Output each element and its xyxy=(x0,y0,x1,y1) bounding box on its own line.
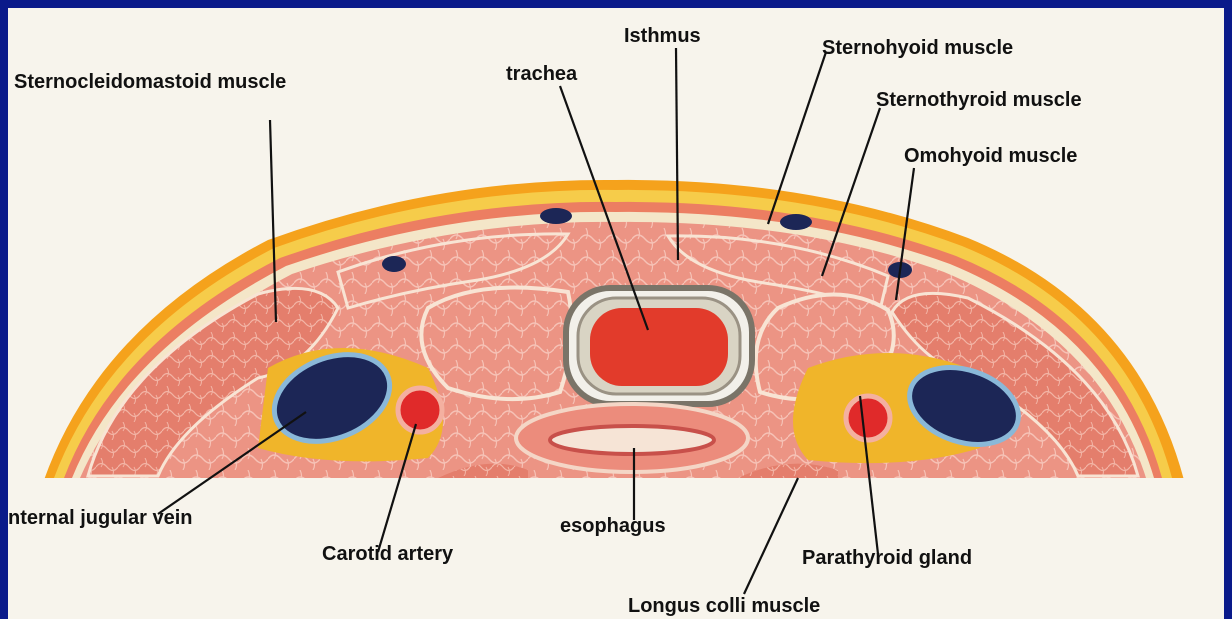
external-jugular-vein-left xyxy=(382,256,406,272)
label-sternohyoid: Sternohyoid muscle xyxy=(822,38,1013,58)
label-trachea: trachea xyxy=(506,64,577,84)
thyroid-lobe-left xyxy=(421,288,571,400)
label-parathyroid: Parathyroid gland xyxy=(802,548,972,568)
trachea-lumen xyxy=(590,308,728,386)
label-sternothyroid: Sternothyroid muscle xyxy=(876,90,1082,110)
label-isthmus: Isthmus xyxy=(624,26,701,46)
carotid-artery-right xyxy=(846,396,890,440)
label-sternocleidomastoid: Sternocleidomastoid muscle xyxy=(14,72,286,92)
anterior-jugular-vein-left xyxy=(540,208,572,224)
figure-frame: Sternocleidomastoid muscle trachea Isthm… xyxy=(8,8,1224,619)
label-internal-jugular: nternal jugular vein xyxy=(8,508,192,528)
leader-longus-colli xyxy=(744,478,798,594)
label-esophagus: esophagus xyxy=(560,516,666,536)
anterior-jugular-vein-right xyxy=(780,214,812,230)
label-carotid: Carotid artery xyxy=(322,544,453,564)
label-longus-colli: Longus colli muscle xyxy=(628,596,820,616)
carotid-artery-left xyxy=(398,388,442,432)
label-omohyoid: Omohyoid muscle xyxy=(904,146,1077,166)
esophagus-lumen xyxy=(550,426,714,454)
bottom-cut-edge xyxy=(38,478,1198,484)
